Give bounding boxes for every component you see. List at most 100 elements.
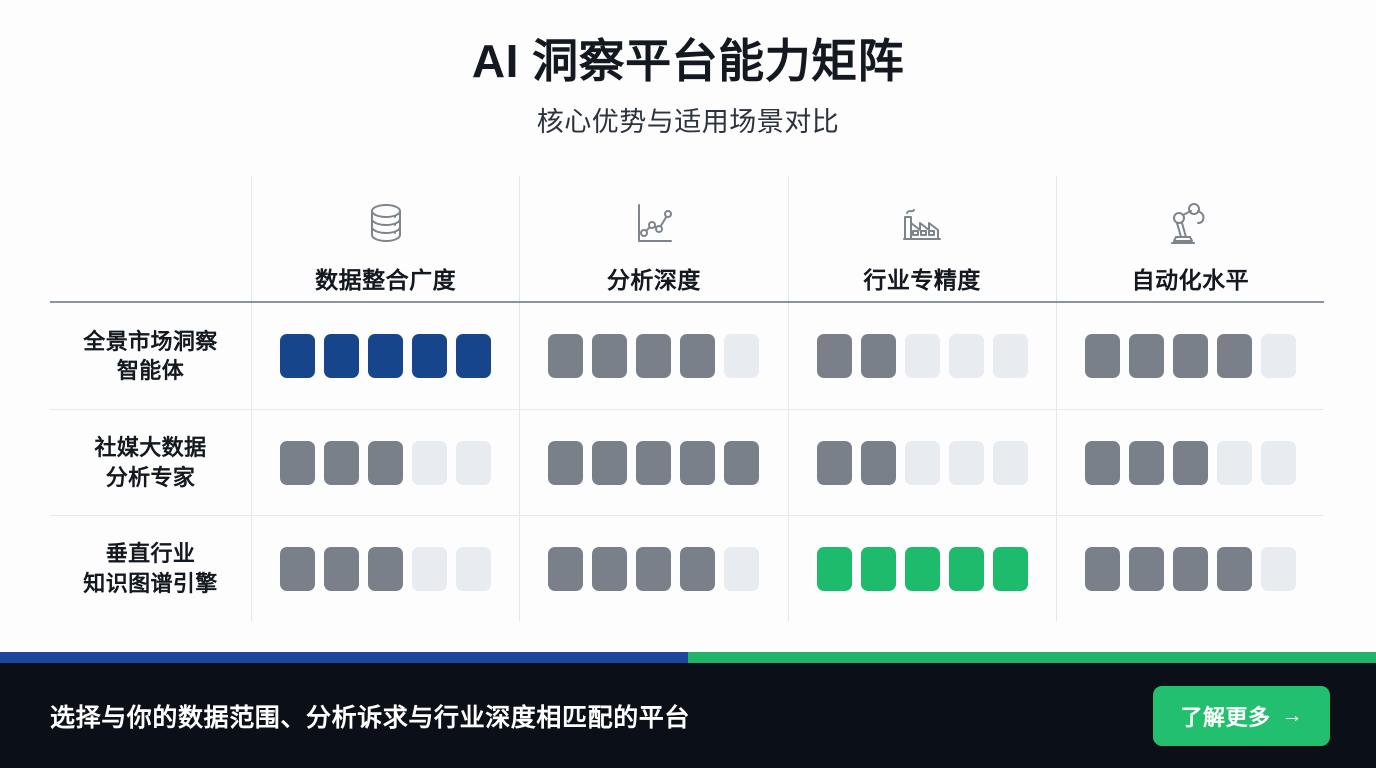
score-block-filled xyxy=(1128,440,1164,485)
row-label-line2: 分析专家 xyxy=(105,464,196,490)
score-block-filled xyxy=(680,546,716,591)
score-block-filled xyxy=(1216,334,1252,378)
matrix-column-label: 数据整合广度 xyxy=(315,267,457,293)
score-cell-r0c1 xyxy=(519,303,787,409)
score-block-filled xyxy=(636,334,672,378)
learn-more-label: 了解更多 xyxy=(1180,704,1271,730)
row-divider xyxy=(50,409,1324,410)
score-block-filled xyxy=(324,546,360,591)
score-block-empty xyxy=(904,334,940,378)
score-blocks xyxy=(548,440,760,485)
row-label-1: 社媒大数据 分析专家 xyxy=(50,410,251,515)
matrix-corner-cell xyxy=(50,176,251,301)
score-block-filled xyxy=(1128,546,1164,591)
score-block-filled xyxy=(548,440,584,485)
score-cell-r1c2 xyxy=(787,410,1056,515)
score-block-filled xyxy=(324,334,360,378)
score-block-filled xyxy=(368,546,404,591)
score-block-filled xyxy=(860,546,896,591)
matrix-column-label: 自动化水平 xyxy=(1131,267,1250,293)
score-blocks xyxy=(1084,546,1296,591)
accent-bar-blue xyxy=(0,652,688,663)
score-block-filled xyxy=(724,440,760,485)
row-label-line2: 知识图谱引擎 xyxy=(83,570,218,596)
arrow-right-icon: → xyxy=(1281,704,1303,727)
score-block-empty xyxy=(1260,546,1296,591)
header-block: AI 洞察平台能力矩阵 核心优势与适用场景对比 xyxy=(0,0,1376,139)
score-block-empty xyxy=(948,334,984,378)
matrix-column-header-0: 数据整合广度 xyxy=(251,176,519,301)
score-block-filled xyxy=(1172,440,1208,485)
row-label-2: 垂直行业 知识图谱引擎 xyxy=(50,516,251,621)
score-block-empty xyxy=(1260,440,1296,485)
factory-icon xyxy=(896,195,948,251)
score-block-filled xyxy=(1084,546,1120,591)
score-block-empty xyxy=(948,440,984,485)
score-block-filled xyxy=(592,334,628,378)
score-block-empty xyxy=(412,440,448,485)
score-block-filled xyxy=(860,440,896,485)
score-blocks xyxy=(816,546,1028,591)
score-block-filled xyxy=(1172,334,1208,378)
score-cell-r2c0 xyxy=(251,516,519,621)
score-block-empty xyxy=(724,334,760,378)
score-block-empty xyxy=(456,440,492,485)
score-block-filled xyxy=(368,334,404,378)
matrix-header-row: 数据整合广度 分析深度 xyxy=(50,176,1324,301)
header-divider xyxy=(50,301,1324,303)
score-block-empty xyxy=(456,546,492,591)
score-blocks xyxy=(1084,440,1296,485)
score-blocks xyxy=(280,440,492,485)
score-blocks xyxy=(816,440,1028,485)
page-subtitle: 核心优势与适用场景对比 xyxy=(536,106,840,137)
score-block-filled xyxy=(548,546,584,591)
score-blocks xyxy=(280,546,492,591)
row-label-0: 全景市场洞察 智能体 xyxy=(50,303,251,409)
score-block-filled xyxy=(816,440,852,485)
matrix-column-header-3: 自动化水平 xyxy=(1055,176,1324,301)
learn-more-button[interactable]: 了解更多 → xyxy=(1153,685,1330,746)
matrix-column-header-1: 分析深度 xyxy=(519,176,787,301)
score-block-filled xyxy=(368,440,404,485)
score-cell-r2c1 xyxy=(519,516,787,621)
row-label-line1: 全景市场洞察 xyxy=(83,328,218,354)
score-block-filled xyxy=(680,334,716,378)
capability-matrix: 数据整合广度 分析深度 xyxy=(50,176,1324,621)
accent-bar-green xyxy=(688,652,1376,663)
database-icon xyxy=(360,195,412,251)
score-block-empty xyxy=(904,440,940,485)
score-block-filled xyxy=(1128,334,1164,378)
score-block-filled xyxy=(992,546,1028,591)
score-block-filled xyxy=(412,334,448,378)
table-row: 垂直行业 知识图谱引擎 xyxy=(50,516,1324,621)
score-block-filled xyxy=(548,334,584,378)
score-cell-r0c3 xyxy=(1055,303,1324,409)
score-block-empty xyxy=(1216,440,1252,485)
row-label-line1: 垂直行业 xyxy=(105,541,196,567)
score-block-empty xyxy=(1260,334,1296,378)
score-block-filled xyxy=(280,334,316,378)
score-blocks xyxy=(816,334,1028,378)
score-cell-r0c2 xyxy=(787,303,1056,409)
row-label-line1: 社媒大数据 xyxy=(94,435,207,461)
score-cell-r0c0 xyxy=(251,303,519,409)
score-block-filled xyxy=(816,334,852,378)
score-block-empty xyxy=(992,440,1028,485)
line-chart-icon xyxy=(628,195,680,251)
score-block-filled xyxy=(680,440,716,485)
score-block-filled xyxy=(904,546,940,591)
score-cell-r1c1 xyxy=(519,410,787,515)
row-label-line2: 智能体 xyxy=(116,358,185,383)
score-blocks xyxy=(1084,334,1296,378)
row-divider xyxy=(50,515,1324,516)
matrix-column-header-2: 行业专精度 xyxy=(787,176,1056,301)
score-block-empty xyxy=(412,546,448,591)
score-block-filled xyxy=(592,440,628,485)
score-block-filled xyxy=(636,440,672,485)
score-block-filled xyxy=(860,334,896,378)
accent-bar xyxy=(0,652,1376,663)
score-block-filled xyxy=(280,546,316,591)
score-block-empty xyxy=(724,546,760,591)
table-row: 社媒大数据 分析专家 xyxy=(50,410,1324,515)
